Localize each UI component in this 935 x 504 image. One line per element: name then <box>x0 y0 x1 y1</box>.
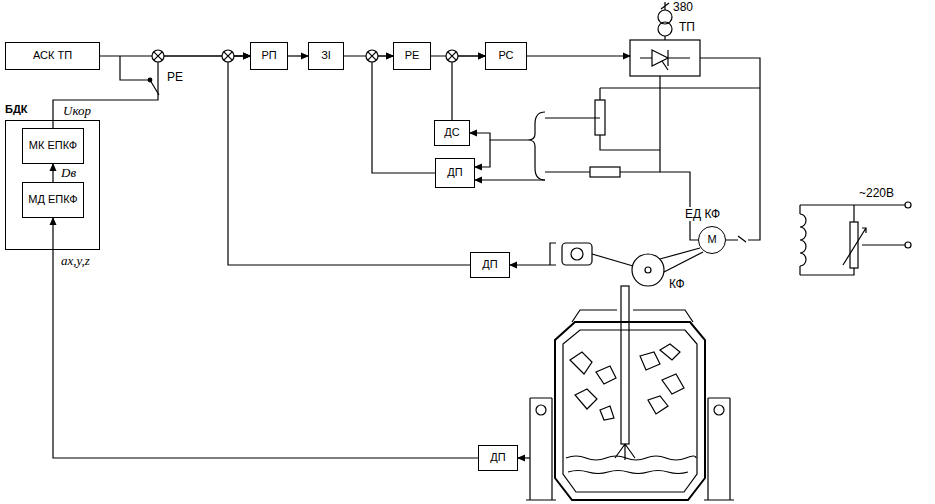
part-label: КФ <box>668 277 686 291</box>
switch-pin <box>148 78 152 82</box>
controller-box: РС <box>485 42 527 70</box>
scrap <box>570 344 684 420</box>
motor-symbol: М <box>698 226 726 254</box>
supply-label: ~220В <box>858 186 895 200</box>
field-winding <box>800 214 806 266</box>
box-text: М <box>703 233 720 246</box>
melt-bath <box>568 471 688 474</box>
summing-junction <box>366 50 378 62</box>
rheostat <box>850 222 858 268</box>
summing-junction <box>152 50 164 62</box>
trunnion <box>536 405 546 415</box>
pulley-hub <box>645 267 651 273</box>
electrode <box>621 286 629 444</box>
field-wire <box>800 205 905 275</box>
transformer-winding <box>658 22 672 36</box>
bracket <box>528 112 545 180</box>
motor-shaft <box>660 248 703 272</box>
terminal <box>905 242 911 248</box>
bracket <box>510 243 556 265</box>
signal-wire <box>518 457 530 458</box>
signal-wire <box>475 179 545 180</box>
signal-connector <box>228 56 470 265</box>
melt-bath <box>566 456 696 460</box>
switch-wire <box>120 56 150 80</box>
converter-box <box>630 40 700 76</box>
box-text: МД ЕПКФ <box>24 193 81 206</box>
signal-connector <box>452 56 485 120</box>
signal-connector <box>52 164 53 182</box>
signal-wire <box>470 133 528 140</box>
terminal <box>905 202 911 208</box>
box-text: ДС <box>440 126 463 139</box>
box-text: МК ЕПКФ <box>25 139 81 152</box>
box-text: ДП <box>486 451 509 464</box>
box-text: АСК ТП <box>29 49 76 62</box>
signal-name: ax,y,z <box>60 253 91 269</box>
signal-name: Dв <box>60 165 77 181</box>
signal-connector <box>288 55 308 56</box>
motor-label: ЕД КФ <box>684 207 721 221</box>
trunnion <box>714 405 724 415</box>
sensor-shaft <box>592 254 633 266</box>
switch-label: РЕ <box>166 70 184 84</box>
sensor-box: ДС <box>434 120 470 146</box>
furnace-shell <box>555 322 705 500</box>
module-box: МД ЕПКФ <box>22 182 84 218</box>
box-text: РП <box>257 49 280 62</box>
box-text: ЗІ <box>317 49 335 62</box>
rheostat-wiper <box>843 228 866 265</box>
box-text: РС <box>494 49 517 62</box>
signal-wire <box>527 55 630 56</box>
sensor-box: ДП <box>478 445 518 471</box>
resistor-wire <box>600 88 760 150</box>
transformer-label: ТП <box>678 20 696 34</box>
box-text: БДК <box>5 103 27 116</box>
furnace-roof <box>572 310 693 322</box>
box-text: РЕ <box>401 49 424 62</box>
sensor-box: ДП <box>435 158 475 188</box>
pulley <box>632 254 664 286</box>
voltage-label: 380 <box>672 0 694 14</box>
tap-wire <box>545 117 600 118</box>
box-text: ДП <box>443 166 466 179</box>
process-box: АСК ТП <box>5 42 100 70</box>
furnace-support <box>526 398 734 500</box>
signal-connector <box>53 218 478 458</box>
ramp-box: ЗІ <box>308 42 344 70</box>
controller-box: РЕ <box>393 42 431 70</box>
module-box: МК ЕПКФ <box>22 128 84 164</box>
thyristor-symbol <box>640 50 690 70</box>
furnace-lining <box>563 330 697 492</box>
summing-junction <box>222 50 234 62</box>
sensor-box: ДП <box>470 252 510 278</box>
summing-junction <box>446 50 458 62</box>
signal-wire <box>475 140 490 167</box>
signal-name: Uкор <box>62 103 92 119</box>
position-sensor <box>562 243 592 265</box>
sensor-rotor <box>571 248 583 260</box>
controller-box: РП <box>250 42 288 70</box>
signal-connector <box>372 56 435 173</box>
box-text: ДП <box>478 258 501 271</box>
resistor-symbol <box>590 167 620 177</box>
supply-wire <box>661 2 669 40</box>
control-block: БДКМК ЕПКФМД ЕПКФ <box>5 120 100 250</box>
